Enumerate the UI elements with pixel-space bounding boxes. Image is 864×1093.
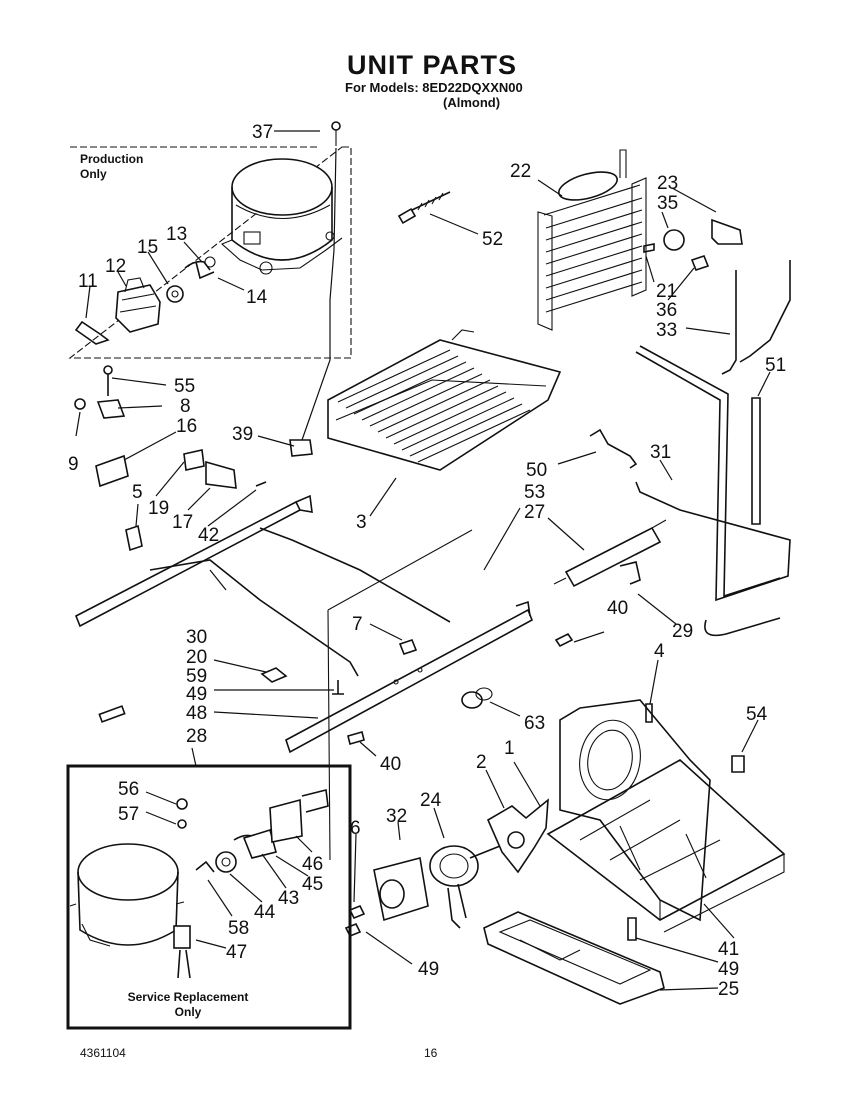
callout-6: 6 xyxy=(350,818,361,839)
service-replacement-box xyxy=(66,764,352,1030)
callout-49c: 49 xyxy=(418,959,439,980)
rail-screws xyxy=(98,632,574,745)
callout-40: 40 xyxy=(607,598,628,619)
callout-28: 28 xyxy=(186,726,207,747)
callout-51: 51 xyxy=(765,355,786,376)
callout-30: 30 xyxy=(186,627,207,648)
callout-35: 35 xyxy=(657,193,678,214)
callout-39: 39 xyxy=(232,424,253,445)
tubing-31 xyxy=(635,345,791,637)
small-parts xyxy=(461,687,745,941)
callout-32: 32 xyxy=(386,806,407,827)
callout-labels: 37 22 23 35 52 15 13 12 11 14 21 36 33 5… xyxy=(68,122,786,1000)
callout-52: 52 xyxy=(482,229,503,250)
relay-and-clip xyxy=(74,256,216,345)
compressor-production xyxy=(220,158,343,275)
callout-23: 23 xyxy=(657,173,678,194)
callout-56: 56 xyxy=(118,779,139,800)
callout-24: 24 xyxy=(420,790,442,811)
callout-55: 55 xyxy=(174,376,195,397)
callout-44: 44 xyxy=(254,902,276,923)
callout-57: 57 xyxy=(118,804,139,825)
callout-43: 43 xyxy=(278,888,299,909)
callout-12: 12 xyxy=(105,256,126,277)
callout-20: 20 xyxy=(186,647,207,668)
callout-25: 25 xyxy=(718,979,739,1000)
drain-pan-25 xyxy=(483,911,665,1005)
callout-9: 9 xyxy=(68,454,79,475)
callout-42: 42 xyxy=(198,525,219,546)
mounting-rails xyxy=(74,494,534,861)
callout-58: 58 xyxy=(228,918,249,939)
callout-3: 3 xyxy=(356,512,367,533)
models-line: For Models: 8ED22DQXXN00 xyxy=(345,80,523,95)
callout-22: 22 xyxy=(510,161,531,182)
callout-17: 17 xyxy=(172,512,193,533)
callout-49: 49 xyxy=(186,684,207,705)
page-number: 16 xyxy=(424,1046,438,1060)
evaporator-3 xyxy=(327,329,562,471)
compressor-service xyxy=(69,789,329,979)
callout-63: 63 xyxy=(524,713,545,734)
callout-21: 21 xyxy=(656,281,677,302)
production-only-box xyxy=(68,146,352,359)
service-replacement-label: Service Replacement Only xyxy=(127,990,249,1019)
callout-11: 11 xyxy=(78,271,98,292)
page-title: UNIT PARTS xyxy=(347,50,517,80)
callout-4: 4 xyxy=(654,641,665,662)
callout-5: 5 xyxy=(132,482,143,503)
callout-47: 47 xyxy=(226,942,247,963)
callout-54: 54 xyxy=(746,704,768,725)
leader-lines xyxy=(75,130,771,991)
condenser-22 xyxy=(537,149,647,331)
color-line: (Almond) xyxy=(443,95,501,110)
callout-59: 59 xyxy=(186,666,207,687)
callout-31: 31 xyxy=(650,442,671,463)
production-only-label: Production Only xyxy=(80,152,144,181)
motor-plate xyxy=(546,759,786,933)
fan-shroud xyxy=(559,699,711,922)
left-small-parts xyxy=(74,365,313,552)
callout-48: 48 xyxy=(186,703,207,724)
callout-40b: 40 xyxy=(380,754,401,775)
callout-46: 46 xyxy=(302,854,323,875)
callout-41: 41 xyxy=(718,939,739,960)
callout-50: 50 xyxy=(526,460,547,481)
callout-7: 7 xyxy=(352,614,363,635)
drain-tube-51 xyxy=(751,397,761,525)
fan-motor-assembly xyxy=(344,798,549,938)
callout-37: 37 xyxy=(252,122,273,143)
callout-1: 1 xyxy=(504,738,515,759)
screw-37 xyxy=(301,121,341,441)
bolt-52 xyxy=(397,191,451,225)
drier-27 xyxy=(553,519,667,588)
clip-50 xyxy=(589,428,638,469)
callout-2: 2 xyxy=(476,752,487,773)
thermostat-parts xyxy=(643,218,791,375)
callout-45: 45 xyxy=(302,874,323,895)
callout-33: 33 xyxy=(656,320,677,341)
callout-29: 29 xyxy=(672,621,693,642)
callout-49b: 49 xyxy=(718,959,739,980)
callout-53: 53 xyxy=(524,482,545,503)
callout-36: 36 xyxy=(656,300,677,321)
callout-19: 19 xyxy=(148,498,169,519)
callout-27: 27 xyxy=(524,502,545,523)
callout-14: 14 xyxy=(246,287,268,308)
callout-15: 15 xyxy=(137,237,158,258)
document-number: 4361104 xyxy=(80,1046,126,1060)
callout-16: 16 xyxy=(176,416,197,437)
callout-13: 13 xyxy=(166,224,187,245)
callout-8: 8 xyxy=(180,396,191,417)
